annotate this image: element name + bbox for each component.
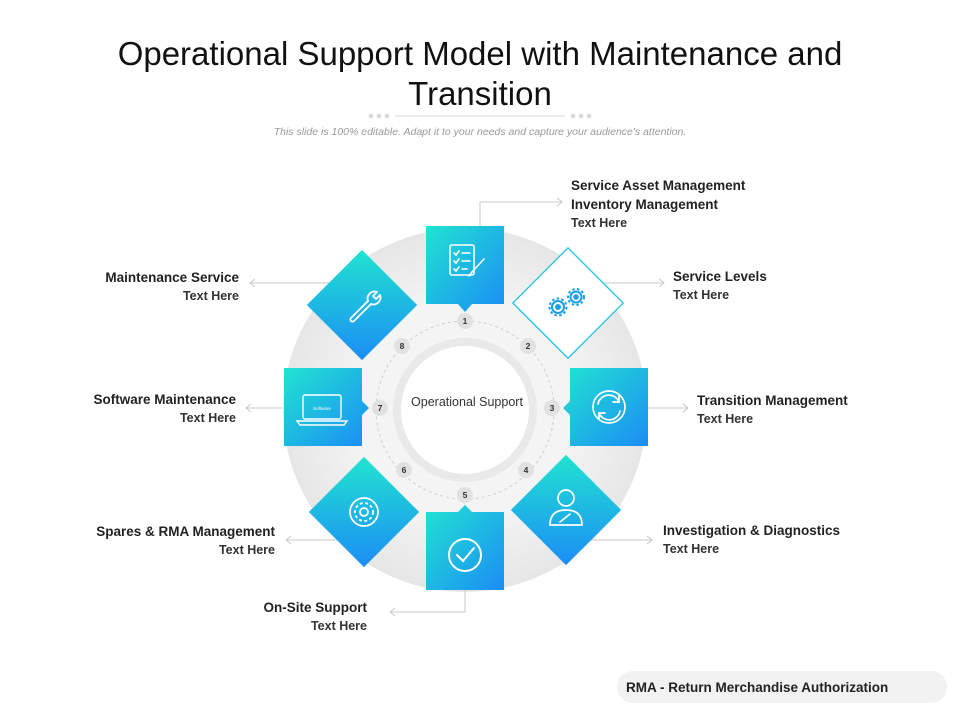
label-heading: Maintenance Service xyxy=(105,270,239,285)
badge-7: 7 xyxy=(372,400,388,416)
label-maintenance: Maintenance Service Text Here xyxy=(40,268,239,306)
label-investigation: Investigation & Diagnostics Text Here xyxy=(663,521,840,559)
label-heading: Service Levels xyxy=(673,269,767,284)
block-2-service-levels xyxy=(511,246,625,360)
checklist-icon xyxy=(449,244,485,277)
block-5-onsite xyxy=(426,505,504,590)
badge-2: 2 xyxy=(520,338,536,354)
label-heading-line2: Inventory Management xyxy=(571,197,719,212)
hub-center xyxy=(401,346,529,474)
label-transition: Transition Management Text Here xyxy=(697,391,848,429)
label-text: Text Here xyxy=(218,543,275,557)
svg-text:7: 7 xyxy=(378,403,383,413)
label-text: Text Here xyxy=(310,619,367,633)
laptop-icon: Software xyxy=(295,394,349,426)
label-text: Text Here xyxy=(663,542,720,556)
label-onsite: On-Site Support Text Here xyxy=(207,598,368,636)
block-7-software xyxy=(284,368,369,446)
label-heading: Software Maintenance xyxy=(93,392,236,407)
badge-8: 8 xyxy=(394,338,410,354)
svg-text:4: 4 xyxy=(524,465,529,475)
label-software: Software Maintenance Text Here xyxy=(35,390,236,428)
label-spares: Spares & RMA Management Text Here xyxy=(35,522,275,560)
svg-text:1: 1 xyxy=(463,316,468,326)
label-service-levels: Service Levels Text Here xyxy=(673,267,767,305)
label-heading: Spares & RMA Management xyxy=(96,524,275,539)
refresh-icon xyxy=(592,390,626,424)
label-service-asset: Service Asset Management Inventory Manag… xyxy=(571,176,745,233)
label-heading: Investigation & Diagnostics xyxy=(663,523,841,538)
badge-5: 5 xyxy=(457,487,473,503)
label-text: Text Here xyxy=(571,216,628,230)
svg-text:2: 2 xyxy=(526,341,531,351)
label-heading: On-Site Support xyxy=(263,600,368,615)
user-tools-icon xyxy=(549,489,583,526)
badge-3: 3 xyxy=(544,400,560,416)
label-heading: Service Asset Management xyxy=(571,178,746,193)
number-badges: 1 2 3 4 5 6 7 8 xyxy=(372,313,560,503)
badge-1: 1 xyxy=(457,313,473,329)
checkmark-icon xyxy=(448,538,482,572)
badge-4: 4 xyxy=(518,462,534,478)
svg-text:8: 8 xyxy=(400,341,405,351)
label-text: Text Here xyxy=(673,288,730,302)
label-heading: Transition Management xyxy=(697,393,848,408)
footnote-rma: RMA - Return Merchandise Authorization xyxy=(617,671,947,703)
gears-icon xyxy=(548,288,585,317)
label-text: Text Here xyxy=(179,411,236,425)
center-label: Operational Support xyxy=(411,395,523,409)
svg-text:6: 6 xyxy=(402,465,407,475)
laptop-icon-text: Software xyxy=(313,406,331,411)
cog-icon xyxy=(349,497,379,527)
page-title: Operational Support Model with Maintenan… xyxy=(117,35,843,112)
block-3-transition xyxy=(563,368,648,446)
svg-text:3: 3 xyxy=(550,403,555,413)
svg-text:5: 5 xyxy=(463,490,468,500)
label-text: Text Here xyxy=(697,412,754,426)
subtitle: This slide is 100% editable. Adapt it to… xyxy=(273,126,687,138)
label-text: Text Here xyxy=(182,289,239,303)
badge-6: 6 xyxy=(396,462,412,478)
wrench-icon xyxy=(349,290,382,323)
